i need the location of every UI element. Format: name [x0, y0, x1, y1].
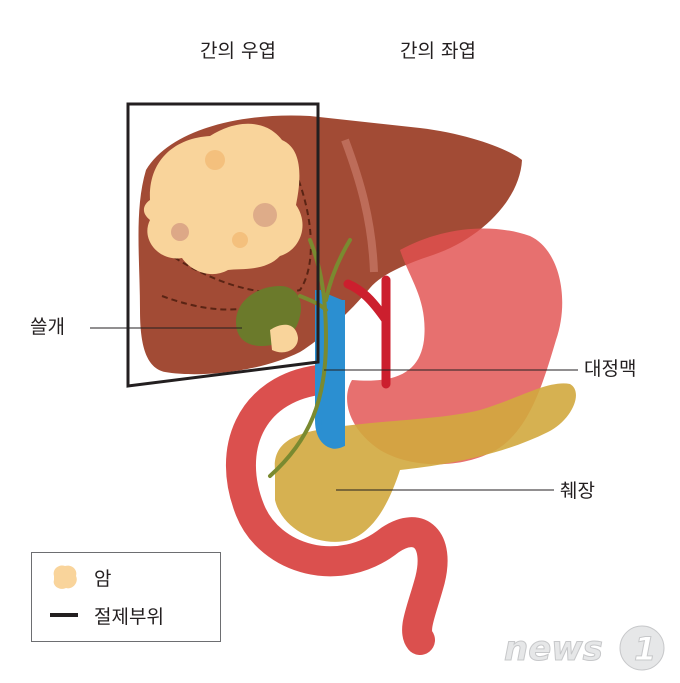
portal-vein [315, 290, 345, 449]
tumor-swatch-icon [48, 562, 80, 592]
liver-fissure [341, 138, 378, 273]
hepatic-artery [343, 275, 391, 389]
label-portal-vein: 대정맥 [584, 358, 637, 380]
label-right-lobe: 간의 우엽 [200, 40, 276, 62]
legend-item-resection: 절제부위 [48, 600, 164, 630]
label-left-lobe: 간의 좌엽 [400, 40, 476, 62]
tumor-spot [253, 203, 277, 227]
tumor-spot [171, 223, 189, 241]
legend-label-resection: 절제부위 [94, 605, 164, 628]
gallbladder-tip [270, 324, 298, 353]
tumor [143, 123, 303, 275]
watermark-number: 1 [634, 630, 656, 668]
news1-logo: news 1 [502, 622, 672, 674]
tumor-spot [232, 232, 248, 248]
pancreas [274, 383, 576, 542]
legend-item-cancer: 암 [48, 562, 111, 592]
label-pancreas: 췌장 [560, 480, 595, 502]
intestine [225, 365, 448, 655]
watermark-text: news [504, 629, 603, 669]
resection-boundary [126, 102, 320, 388]
line-swatch-icon [48, 600, 80, 630]
label-gallbladder: 쓸개 [30, 316, 65, 338]
legend-label-cancer: 암 [94, 567, 112, 590]
tumor-spot [205, 150, 225, 170]
legend: 암 절제부위 [31, 552, 221, 642]
